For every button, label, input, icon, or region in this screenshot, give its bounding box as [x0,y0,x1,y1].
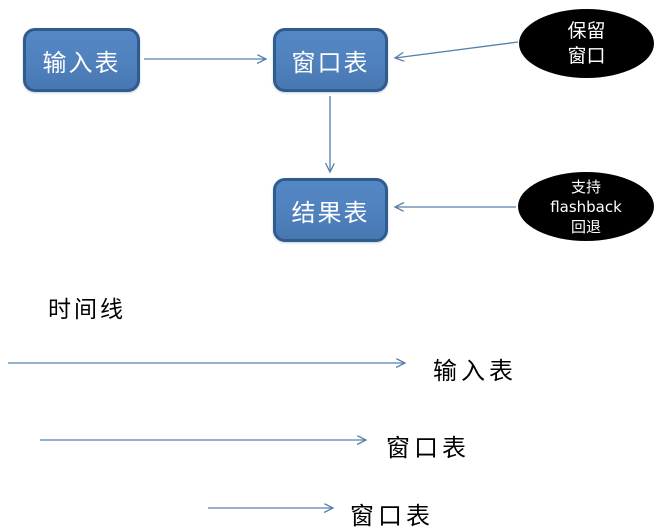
node-result-table-label: 结果表 [291,198,370,227]
node-result-table: 结果表 [273,178,388,242]
node-input-table: 输入表 [23,28,140,92]
annotation-flashback-line-2: flashback [550,197,622,216]
timeline-label-window-table-2: 窗口表 [350,502,434,530]
annotation-flashback-line-3: 回退 [570,217,601,236]
node-window-table-label: 窗口表 [291,48,370,77]
annotation-flashback-rollback: 支持 flashback 回退 [518,172,654,241]
timeline-title: 时间线 [48,297,126,323]
node-window-table: 窗口表 [273,28,388,92]
annotation-retain-window-line-2: 窗口 [567,44,606,67]
node-input-table-label: 输入表 [42,48,121,77]
timeline-label-input-table: 输入表 [433,357,517,385]
arrow-retain-to-window [395,41,519,58]
annotation-retain-window-line-1: 保留 [567,19,606,42]
annotation-retain-window: 保留 窗口 [519,9,654,78]
timeline-label-window-table-1: 窗口表 [386,434,470,462]
annotation-flashback-line-1: 支持 [570,177,601,196]
